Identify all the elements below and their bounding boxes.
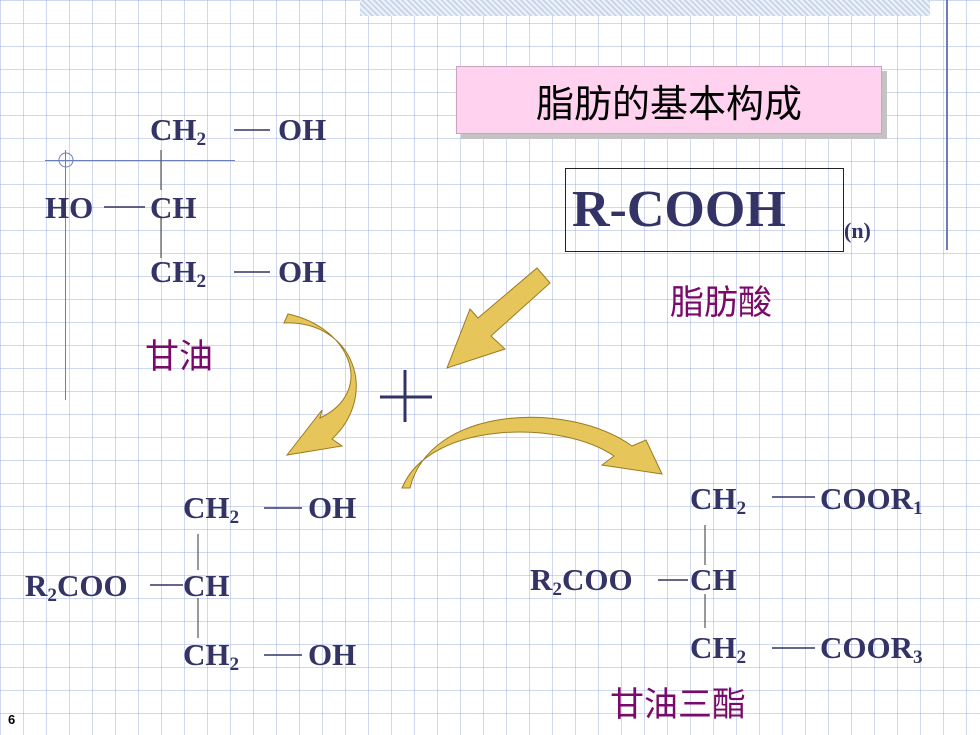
curved-arrow-glycerol-to-monoester: [283, 313, 357, 456]
left-vertical-rule: [65, 150, 66, 400]
crosshair-circle: [58, 152, 74, 168]
fatty-acid-count: (n): [844, 218, 871, 243]
header-hatch-band: [360, 0, 930, 16]
slide-number: 6: [8, 712, 16, 727]
arrow-fatty-acid-to-center: [446, 267, 551, 369]
fatty-acid-formula-box: [565, 168, 844, 252]
glycerol-bottom-oh: OH: [278, 254, 327, 289]
glycerol-bottom-ch2: CH2: [150, 254, 207, 292]
slide-title-text: 脂肪的基本构成: [535, 81, 802, 126]
monoester-r2coo: R2COO: [25, 568, 128, 606]
plus-sign: [380, 370, 432, 422]
monoester-bottom-oh: OH: [308, 637, 357, 672]
slide-title: 脂肪的基本构成: [456, 66, 882, 134]
triglyceride-top-ch2: CH2: [690, 481, 747, 519]
monoester-top-oh: OH: [308, 490, 357, 525]
triglyceride-r2coo: R2COO: [530, 562, 633, 600]
triglyceride-label: 甘油三酯: [610, 685, 746, 725]
glycerol-label: 甘油: [145, 337, 213, 377]
triglyceride-top-coor1: COOR1: [820, 481, 923, 519]
curved-arrow-monoester-to-triglyceride: [401, 416, 663, 489]
monoester-top-ch2: CH2: [183, 490, 240, 528]
glycerol-ho: HO: [45, 190, 94, 225]
glycerol-ch: CH: [150, 190, 197, 225]
glycerol-top-oh: OH: [278, 112, 327, 147]
fatty-acid-label: 脂肪酸: [670, 283, 772, 323]
glycerol-top-ch2: CH2: [150, 112, 207, 150]
right-vertical-rule: [946, 0, 948, 250]
triglyceride-bottom-ch2: CH2: [690, 630, 747, 668]
monoester-bottom-ch2: CH2: [183, 637, 240, 675]
triglyceride-ch: CH: [690, 562, 737, 597]
fatty-acid-formula: R-COOH: [572, 181, 786, 238]
monoester-ch: CH: [183, 568, 230, 603]
triglyceride-bottom-coor3: COOR3: [820, 630, 923, 668]
left-horizontal-rule: [45, 160, 235, 161]
